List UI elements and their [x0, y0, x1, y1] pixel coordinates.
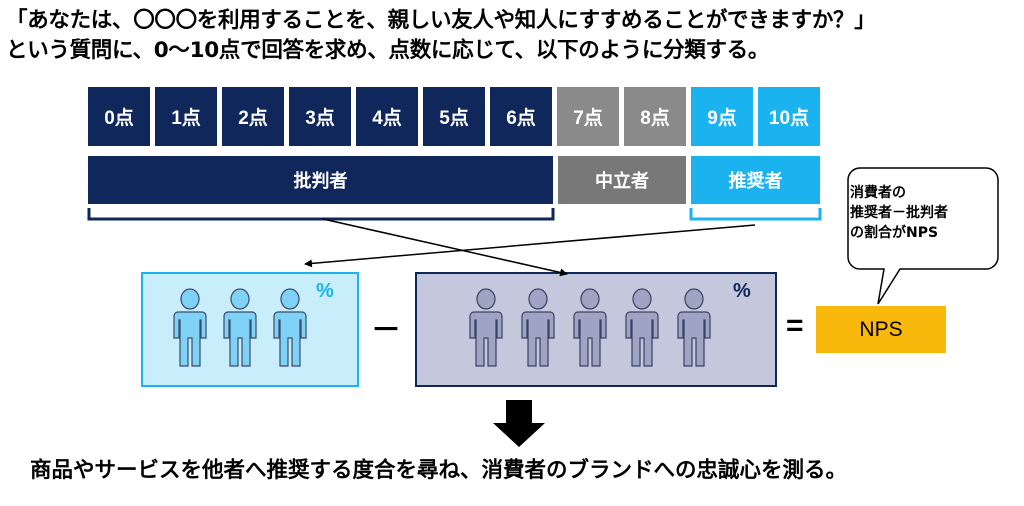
- callout-bubble: [847, 167, 999, 305]
- score-0: 0点: [88, 87, 150, 146]
- score-4: 4点: [356, 87, 418, 146]
- promoter-percent-sign: %: [316, 280, 334, 302]
- promoter-person-icon: [173, 288, 207, 367]
- promoter-arrow: [304, 224, 756, 268]
- conclusion-text: 商品やサービスを他者へ推奨する度合を尋ね、消費者のブランドへの忠誠心を測る。: [30, 458, 848, 483]
- detractor-person-icon: [573, 288, 607, 367]
- question-text: 「あなたは、〇〇〇を利用することを、親しい友人や知人にすすめることができますか？…: [6, 6, 1020, 66]
- callout-line-1: 消費者の: [850, 185, 906, 201]
- detractor-percent-sign: %: [733, 280, 751, 302]
- callout-text: 消費者の 推奨者－批判者 の割合がNPS: [850, 183, 1000, 243]
- detractor-bracket: [87, 208, 555, 221]
- detractor-person-icon: [521, 288, 555, 367]
- score-1: 1点: [155, 87, 217, 146]
- score-3: 3点: [289, 87, 351, 146]
- score-2: 2点: [222, 87, 284, 146]
- promoter-person-icon: [223, 288, 257, 367]
- equals-operator: =: [786, 309, 804, 342]
- score-7: 7点: [557, 87, 619, 146]
- score-10: 10点: [758, 87, 820, 146]
- score-8: 8点: [624, 87, 686, 146]
- callout-line-3: の割合がNPS: [850, 225, 939, 241]
- question-line-2: という質問に、0〜10点で回答を求め、点数に応じて、以下のように分類する。: [6, 38, 770, 63]
- detractor-person-icon: [469, 288, 503, 367]
- down-arrow-icon: [493, 400, 545, 447]
- score-5: 5点: [423, 87, 485, 146]
- question-line-1: 「あなたは、〇〇〇を利用することを、親しい友人や知人にすすめることができますか？…: [6, 8, 876, 33]
- score-6: 6点: [490, 87, 552, 146]
- group-detractor: 批判者: [88, 156, 553, 204]
- group-passive: 中立者: [558, 156, 686, 204]
- detractor-person-icon: [677, 288, 711, 367]
- detractor-person-icon: [625, 288, 659, 367]
- nps-result-box: NPS: [816, 306, 946, 353]
- detractor-arrow: [322, 218, 568, 277]
- score-9: 9点: [691, 87, 753, 146]
- group-promoter: 推奨者: [691, 156, 820, 204]
- promoter-person-icon: [273, 288, 307, 367]
- minus-operator: －: [371, 314, 401, 347]
- promoter-bracket: [689, 208, 822, 221]
- callout-line-2: 推奨者－批判者: [850, 205, 948, 221]
